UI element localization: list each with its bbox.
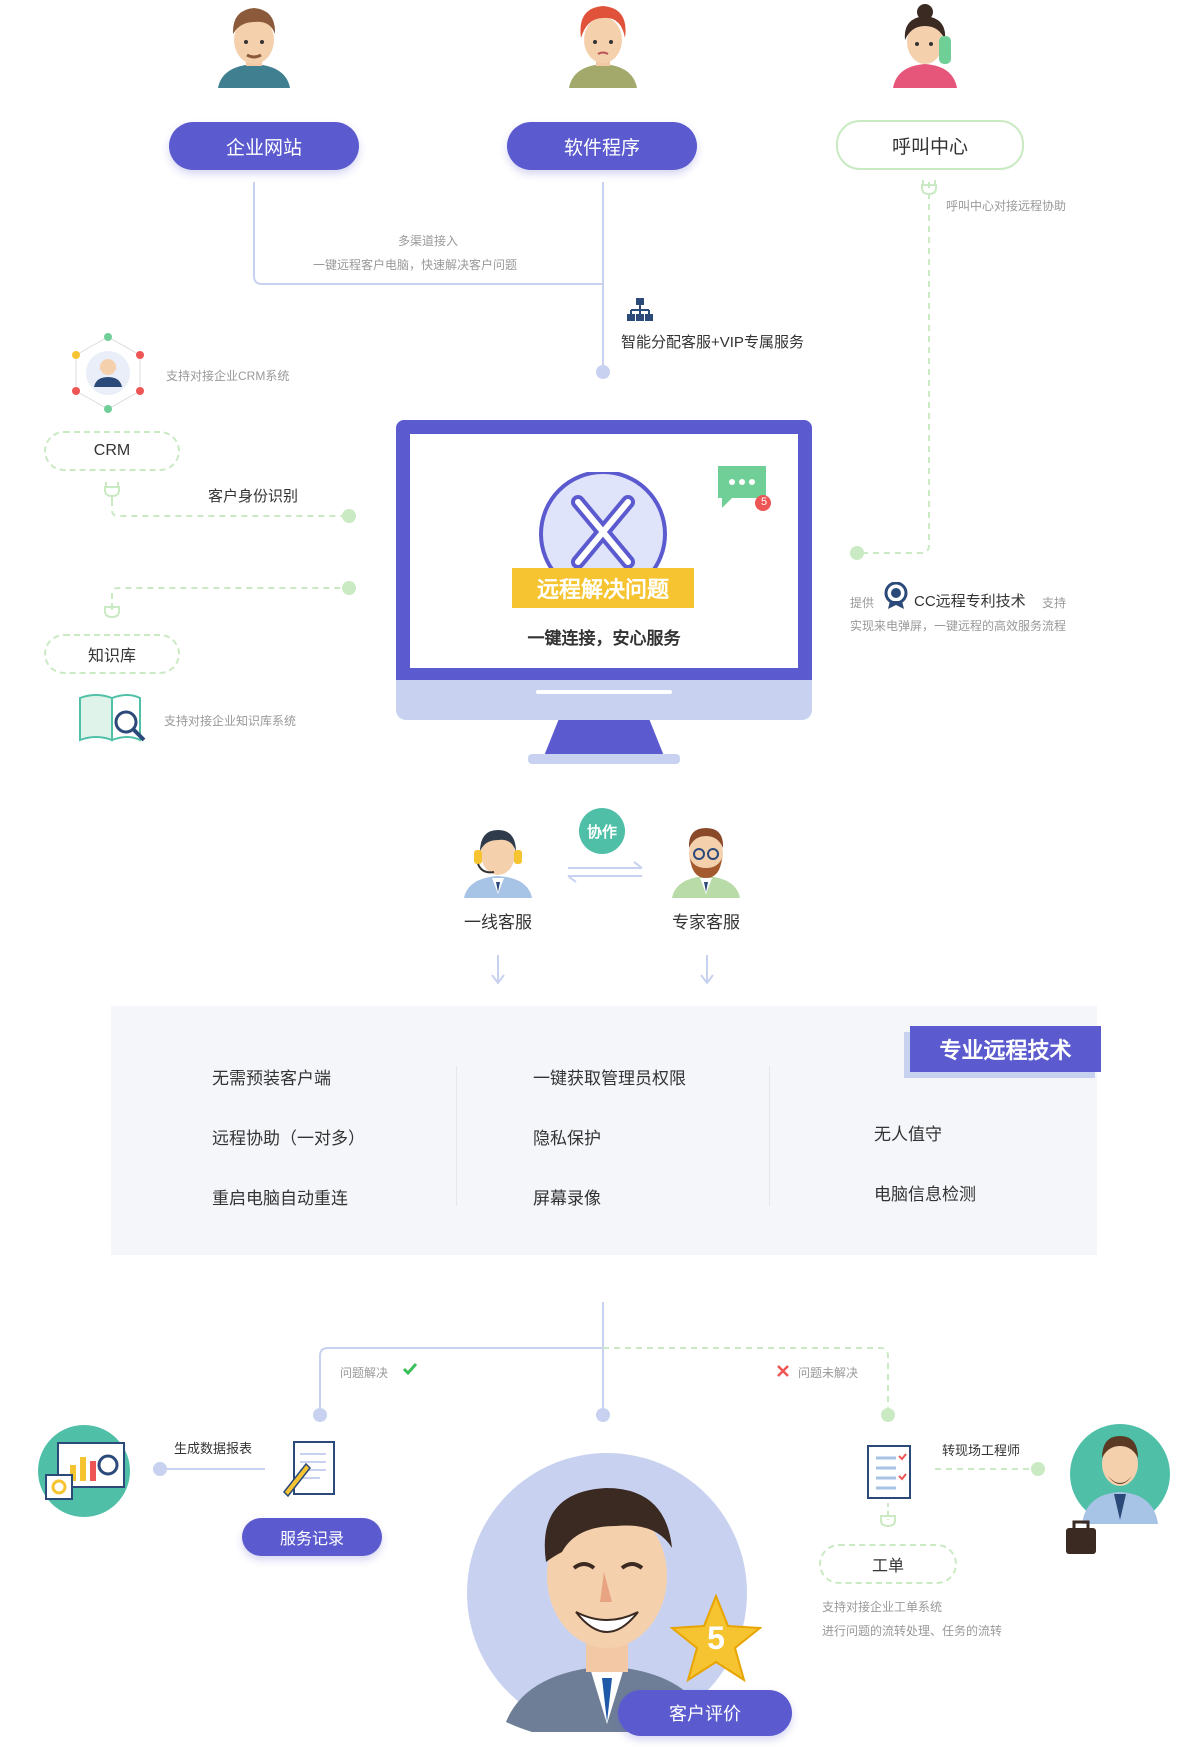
customer-rating-button[interactable]: 客户评价 xyxy=(618,1690,792,1736)
service-record-label: 服务记录 xyxy=(280,1525,344,1549)
channel-label: 软件程序 xyxy=(564,133,640,160)
channel-label: 呼叫中心 xyxy=(892,132,968,159)
expert-agent-avatar xyxy=(668,818,744,898)
monitor-bezel xyxy=(396,680,812,720)
multi-channel-note: 多渠道接入 xyxy=(398,232,458,249)
ticket-note-1: 支持对接企业工单系统 xyxy=(822,1598,942,1615)
feature-item: 无人值守 xyxy=(874,1120,942,1145)
frontline-agent-label: 一线客服 xyxy=(458,908,538,933)
cc-provide-label: 提供 xyxy=(850,594,874,611)
plug-icon xyxy=(920,178,938,198)
ticket-label: 工单 xyxy=(872,1552,904,1576)
monitor-base xyxy=(528,754,680,764)
patent-badge-icon xyxy=(884,582,908,610)
channel-call-center[interactable]: 呼叫中心 xyxy=(836,120,1024,170)
feature-item: 重启电脑自动重连 xyxy=(212,1184,348,1209)
monitor-stand xyxy=(544,720,664,756)
crm-box[interactable]: CRM xyxy=(44,431,180,471)
kb-note: 支持对接企业知识库系统 xyxy=(164,712,296,729)
cc-support-label: 支持 xyxy=(1042,594,1066,611)
plug-icon xyxy=(103,480,121,500)
solved-label: 问题解决 xyxy=(340,1364,388,1381)
engineer-label: 转现场工程师 xyxy=(942,1440,1020,1459)
identity-label: 客户身份识别 xyxy=(208,485,298,506)
crm-note: 支持对接企业CRM系统 xyxy=(166,367,289,384)
unsolved-label: 问题未解决 xyxy=(798,1364,858,1381)
knowledge-base-box[interactable]: 知识库 xyxy=(44,634,180,674)
features-divider-2 xyxy=(769,1066,770,1206)
star-rating-value: 5 xyxy=(700,1620,732,1657)
feature-item: 隐私保护 xyxy=(533,1124,601,1149)
cc-tech-label: CC远程专利技术 xyxy=(914,590,1026,611)
ticket-document-icon xyxy=(866,1444,912,1500)
plug-icon xyxy=(879,1512,897,1532)
customer-rating-label: 客户评价 xyxy=(669,1700,741,1726)
collab-badge: 协作 xyxy=(579,808,625,854)
female-user-avatar xyxy=(563,0,643,95)
tools-icon xyxy=(538,472,668,572)
call-center-note: 呼叫中心对接远程协助 xyxy=(946,197,1066,214)
ticket-box[interactable]: 工单 xyxy=(819,1544,957,1584)
monitor-subtitle: 一键连接，安心服务 xyxy=(496,624,712,649)
crm-network-icon xyxy=(68,333,148,413)
feature-item: 远程协助（一对多） xyxy=(212,1124,365,1149)
report-label: 生成数据报表 xyxy=(174,1438,252,1457)
monitor-title: 远程解决问题 xyxy=(537,572,669,604)
multi-channel-desc: 一键远程客户电脑，快速解决客户问题 xyxy=(313,256,517,273)
channel-label: 企业网站 xyxy=(226,133,302,160)
features-divider-1 xyxy=(456,1066,457,1206)
smart-dispatch-label: 智能分配客服+VIP专属服务 xyxy=(621,331,804,352)
book-search-icon xyxy=(78,692,150,748)
org-chart-icon xyxy=(627,298,653,322)
expert-agent-label: 专家客服 xyxy=(666,908,746,933)
monitor-bezel-line xyxy=(536,690,672,694)
feature-item: 一键获取管理员权限 xyxy=(533,1064,686,1089)
service-record-button[interactable]: 服务记录 xyxy=(242,1518,382,1556)
crm-label: CRM xyxy=(94,442,130,460)
feature-item: 电脑信息检测 xyxy=(874,1180,976,1205)
check-icon xyxy=(402,1362,418,1376)
feature-item: 屏幕录像 xyxy=(533,1184,601,1209)
channel-software-program[interactable]: 软件程序 xyxy=(507,122,697,170)
monitor-title-banner: 远程解决问题 xyxy=(512,568,694,608)
engineer-avatar xyxy=(1064,1420,1176,1560)
plug-icon xyxy=(103,603,121,623)
collab-badge-label: 协作 xyxy=(587,821,617,842)
cross-icon xyxy=(776,1364,790,1378)
ticket-note-2: 进行问题的流转处理、任务的流转 xyxy=(822,1622,1002,1639)
frontline-agent-avatar xyxy=(460,818,536,898)
report-dashboard-icon xyxy=(36,1425,132,1517)
feature-item: 无需预装客户端 xyxy=(212,1064,331,1089)
cc-note: 实现来电弹屏，一键远程的高效服务流程 xyxy=(850,617,1066,634)
phone-user-avatar xyxy=(885,0,965,95)
features-banner-label: 专业远程技术 xyxy=(939,1033,1071,1065)
male-user-avatar xyxy=(214,0,294,95)
channel-enterprise-website[interactable]: 企业网站 xyxy=(169,122,359,170)
features-banner: 专业远程技术 xyxy=(910,1026,1101,1072)
chat-badge-count: 5 xyxy=(759,496,769,508)
monitor: 远程解决问题 一键连接，安心服务 5 xyxy=(396,420,812,764)
notepad-icon xyxy=(280,1436,340,1500)
kb-label: 知识库 xyxy=(88,642,136,666)
